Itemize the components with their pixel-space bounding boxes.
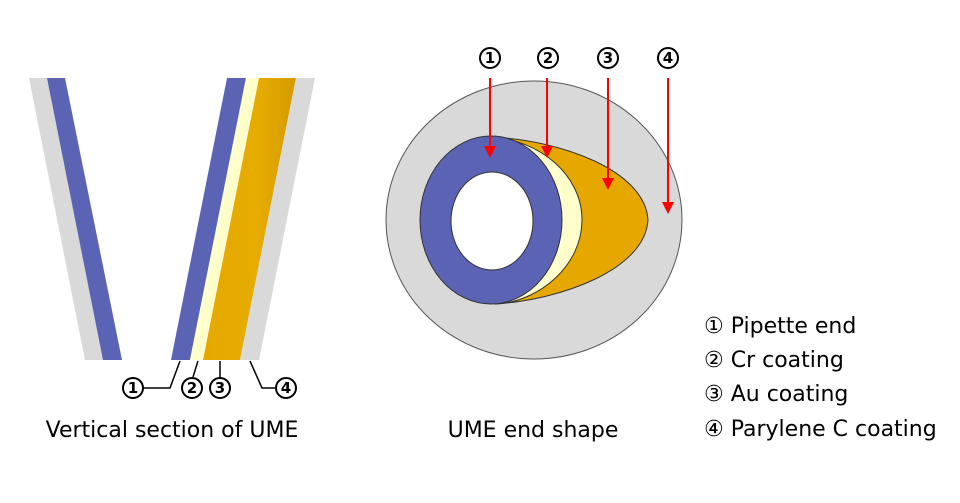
- right-au-layer: [203, 78, 296, 360]
- legend-item-cr: ② Cr coating: [704, 348, 844, 373]
- end-marker-4: 4: [657, 47, 679, 69]
- end-shape: 1 2 3 4 UME end shape: [385, 47, 683, 443]
- vertical-section: 1 2 3 4 Vertical section of UME: [29, 78, 315, 443]
- end-marker-3: 3: [597, 47, 619, 69]
- svg-text:1: 1: [485, 49, 495, 67]
- right-pipette-layer: [171, 78, 246, 360]
- end-marker-1: 1: [479, 47, 501, 69]
- legend-item-au: ③ Au coating: [704, 382, 848, 407]
- legend-item-parylene: ④ Parylene C coating: [704, 417, 937, 442]
- marker-2: 2: [181, 377, 203, 399]
- svg-text:2: 2: [543, 49, 553, 67]
- pipette-lumen: [450, 171, 534, 271]
- right-cr-layer: [190, 78, 259, 360]
- right-parylene-layer: [240, 78, 315, 360]
- svg-text:4: 4: [281, 379, 291, 397]
- right-caption: UME end shape: [448, 418, 619, 443]
- leader-lines: [144, 360, 275, 389]
- svg-text:3: 3: [215, 379, 225, 397]
- left-caption: Vertical section of UME: [46, 418, 299, 443]
- legend-item-pipette: ① Pipette end: [704, 314, 856, 339]
- svg-text:2: 2: [187, 379, 197, 397]
- marker-3: 3: [209, 377, 231, 399]
- svg-text:1: 1: [128, 379, 138, 397]
- end-marker-2: 2: [537, 47, 559, 69]
- left-parylene-layer: [29, 78, 103, 360]
- marker-4: 4: [275, 377, 297, 399]
- left-pipette-layer: [47, 78, 122, 360]
- svg-text:4: 4: [663, 49, 673, 67]
- svg-text:3: 3: [603, 49, 613, 67]
- legend: ① Pipette end ② Cr coating ③ Au coating …: [704, 314, 937, 442]
- marker-1: 1: [122, 377, 144, 399]
- arrows: [484, 78, 674, 214]
